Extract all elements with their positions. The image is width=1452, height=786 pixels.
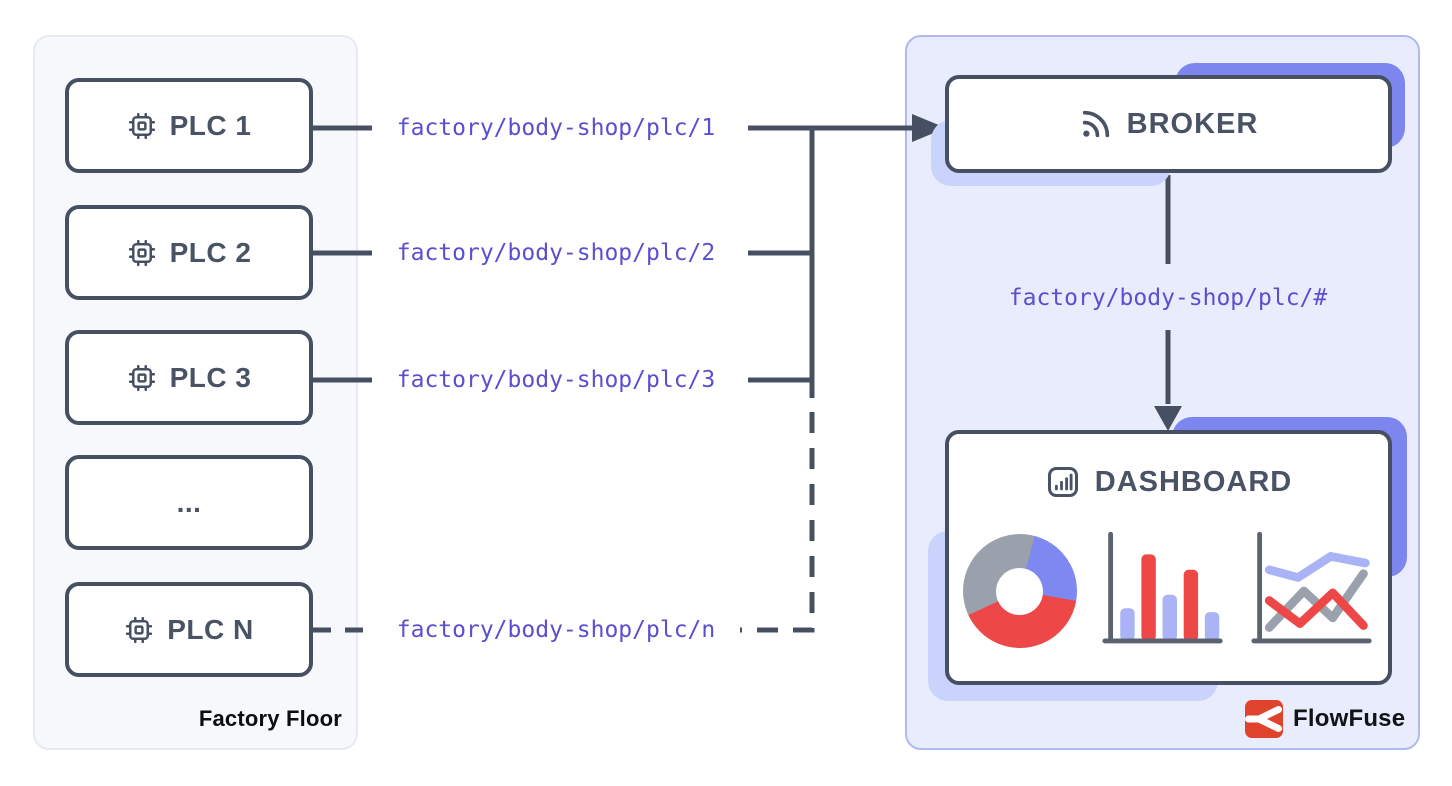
broker-box: BROKER bbox=[945, 75, 1392, 173]
donut-chart-graphic bbox=[962, 534, 1077, 648]
line-chart-graphic bbox=[1250, 531, 1372, 644]
dashboard-header: DASHBOARD bbox=[949, 464, 1388, 500]
topic-label-plc1: factory/body-shop/plc/1 bbox=[396, 115, 716, 141]
flowfuse-logo bbox=[1245, 700, 1283, 738]
plc-3-node: PLC 3 bbox=[65, 330, 313, 425]
dashboard-node: DASHBOARD bbox=[928, 417, 1407, 701]
plc-1-node: PLC 1 bbox=[65, 78, 313, 173]
plc-2-node: PLC 2 bbox=[65, 205, 313, 300]
topic-label-plcn: factory/body-shop/plc/n bbox=[396, 617, 716, 643]
plc-2-label: PLC 2 bbox=[169, 236, 252, 268]
plc-3-label: PLC 3 bbox=[169, 361, 252, 393]
donut-hole bbox=[996, 567, 1043, 615]
plc-ellipsis-node: ... bbox=[65, 455, 313, 550]
collector-line-dashed bbox=[740, 412, 815, 633]
broker-node: BROKER bbox=[931, 63, 1405, 186]
chip-icon bbox=[128, 239, 155, 266]
dashboard-box: DASHBOARD bbox=[945, 430, 1392, 685]
topic-label-plc2: factory/body-shop/plc/2 bbox=[396, 240, 716, 266]
flowfuse-brand: FlowFuse bbox=[1245, 699, 1405, 739]
bar-chart-graphic bbox=[1101, 531, 1223, 644]
plc-1-label: PLC 1 bbox=[169, 109, 252, 141]
plc-ellipsis-label: ... bbox=[176, 486, 202, 518]
brand-name: FlowFuse bbox=[1293, 705, 1406, 732]
topic-label-wildcard: factory/body-shop/plc/# bbox=[1008, 285, 1328, 311]
factory-floor-caption: Factory Floor bbox=[198, 706, 342, 731]
dashboard-label: DASHBOARD bbox=[1094, 465, 1293, 498]
dashboard-mini-charts bbox=[949, 530, 1388, 650]
broker-label: BROKER bbox=[1126, 107, 1259, 140]
plc-n-node: PLC N bbox=[65, 582, 313, 677]
chip-icon bbox=[128, 112, 155, 139]
arrowhead-into-dashboard bbox=[1154, 406, 1182, 431]
rss-feed-icon bbox=[1082, 110, 1109, 138]
topic-label-plc3: factory/body-shop/plc/3 bbox=[396, 367, 716, 393]
arrowhead-into-broker bbox=[912, 114, 946, 142]
chip-icon bbox=[126, 616, 153, 643]
plc-n-label: PLC N bbox=[167, 613, 254, 645]
bar-chart-icon bbox=[1047, 467, 1078, 497]
chip-icon bbox=[128, 364, 155, 391]
